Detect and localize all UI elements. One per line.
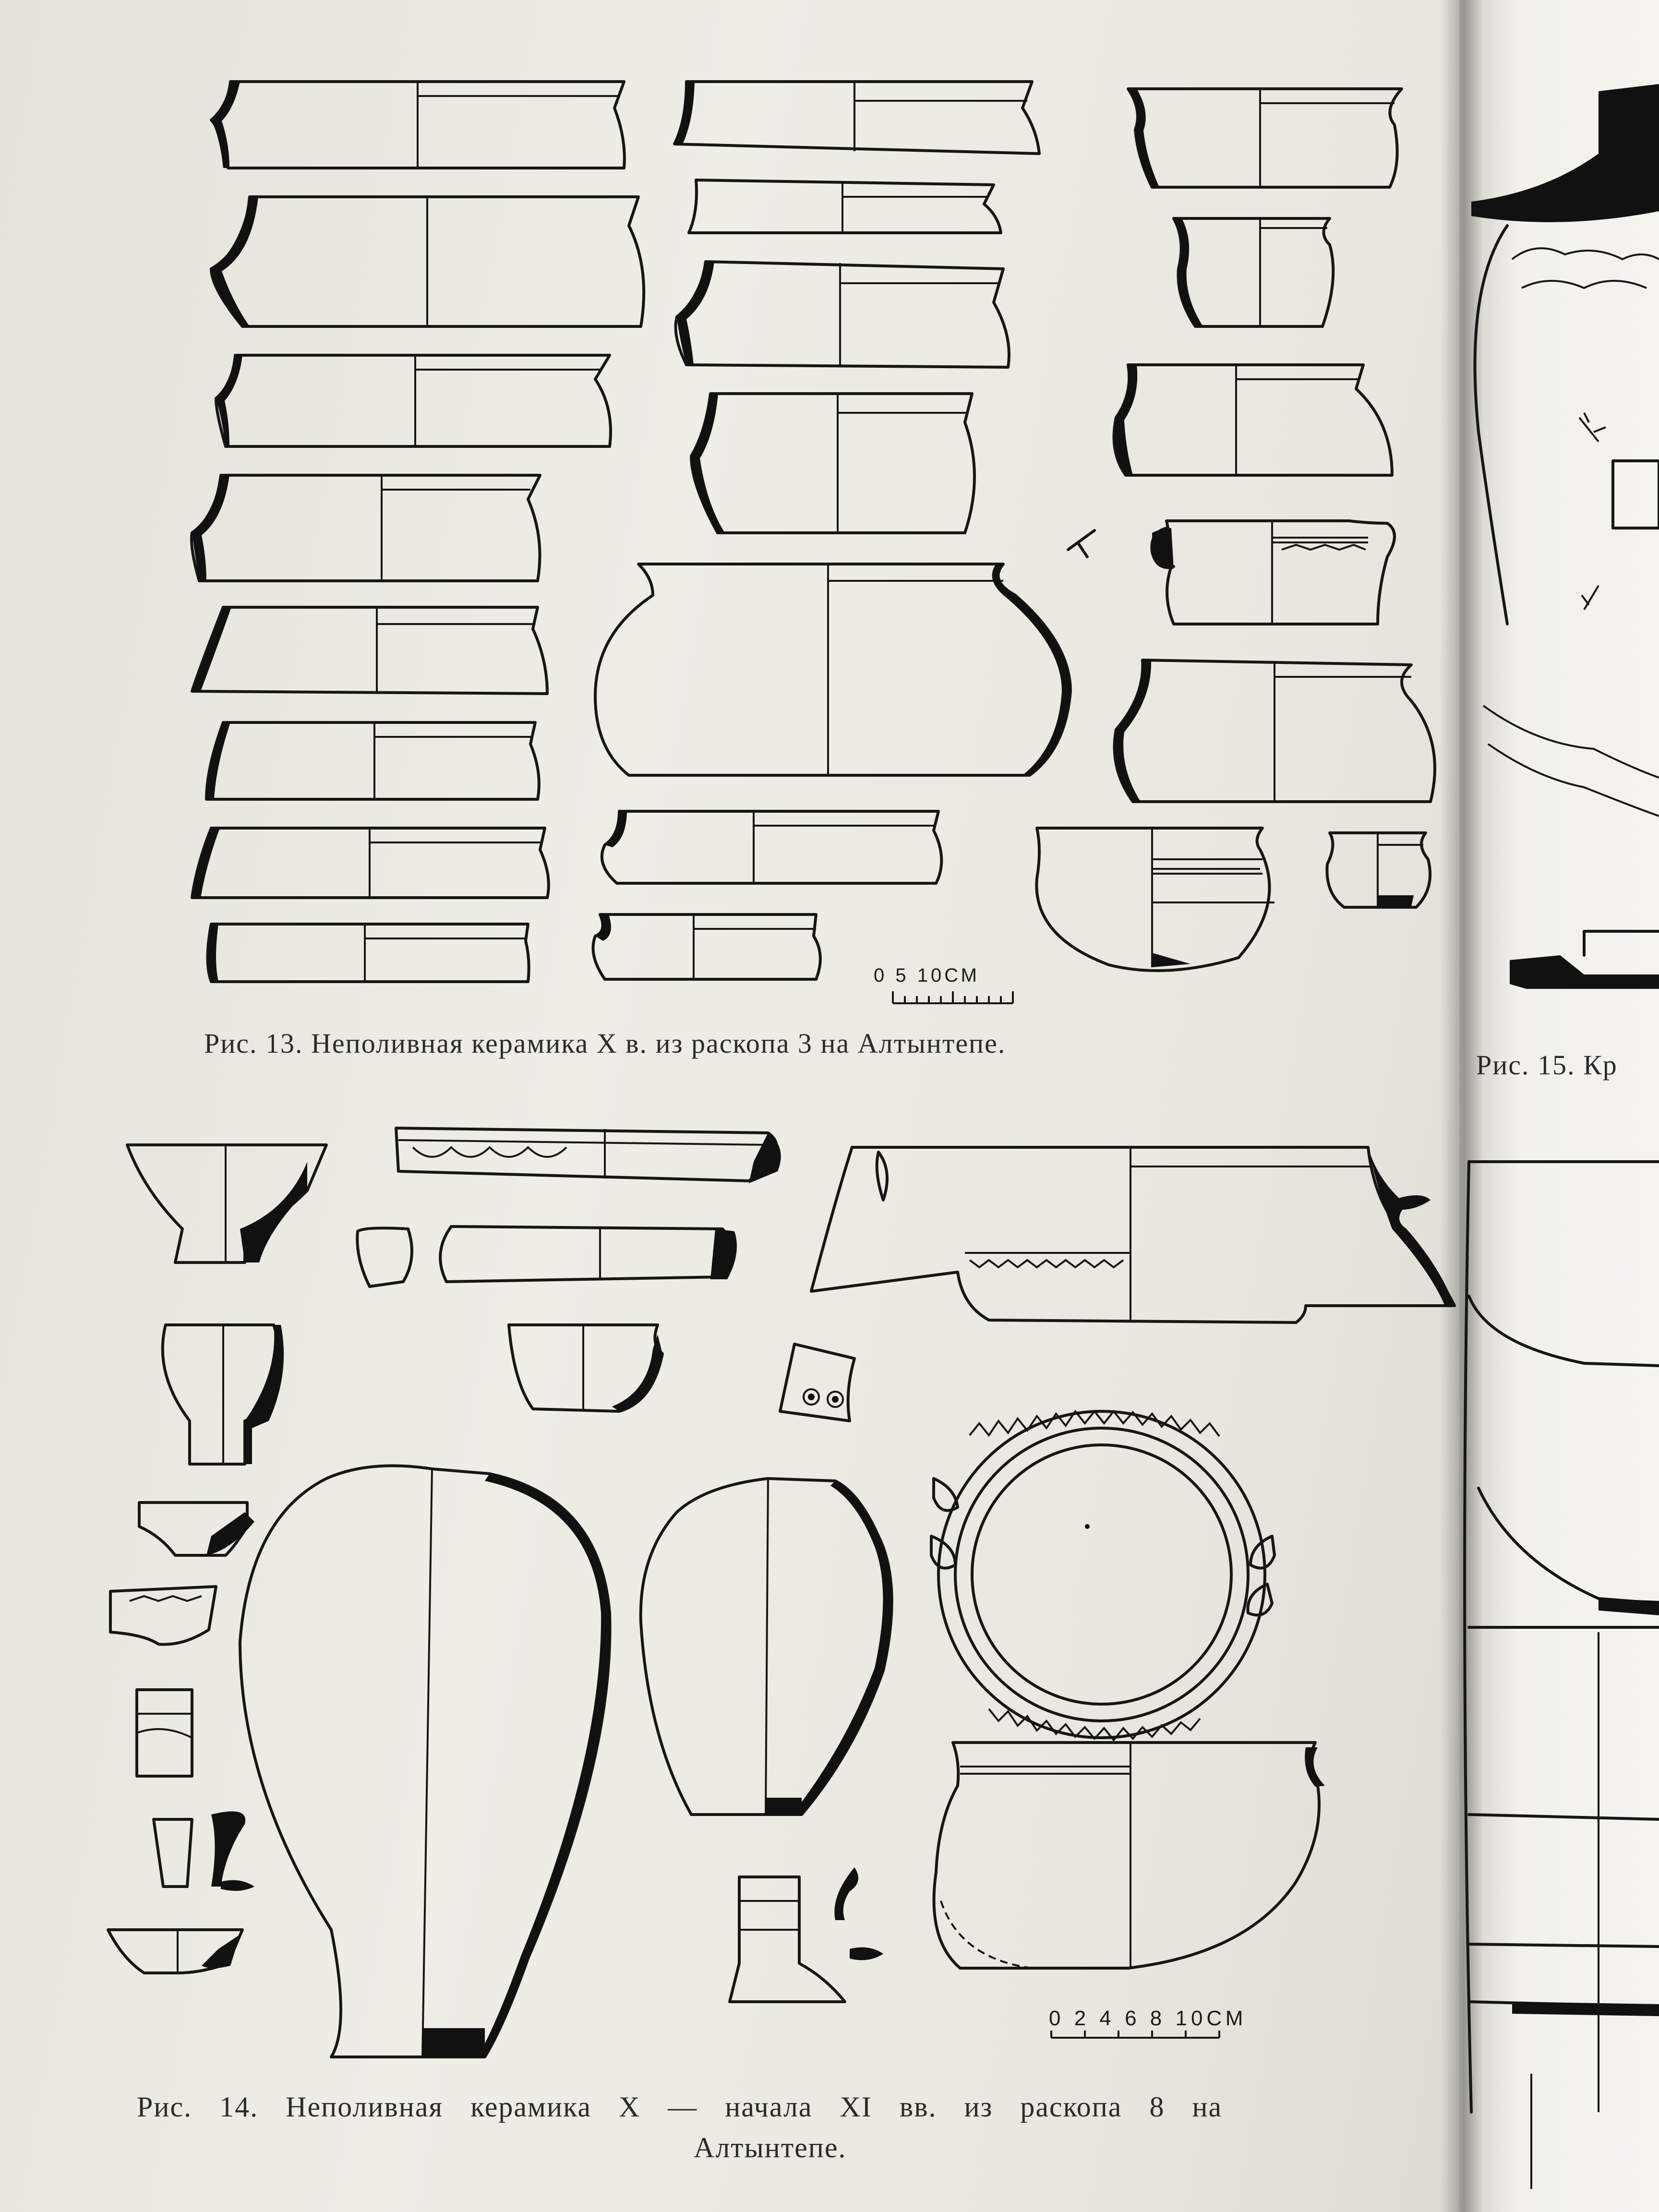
fig13-scale-label: 0 5 10СМ: [874, 965, 980, 986]
fig14-medium-jar: [639, 1477, 893, 1816]
fig14-scale-bar: [1050, 2031, 1220, 2039]
fig13-vessel-8: [206, 923, 530, 983]
fig14-caption-line-2: Алтынтепе.: [694, 2132, 847, 2164]
fig13-vessel-11: [674, 260, 1010, 369]
figure-13-pottery-drawings: [190, 80, 1436, 1004]
fig13-caption: Рис. 13. Неполивная керамика X в. из рас…: [204, 1028, 1006, 1059]
fig13-vessel-3: [215, 354, 612, 448]
fig14-tall-jar: [239, 1464, 612, 2058]
fig13-vessel-1: [210, 80, 626, 169]
fig14-caption-line-1: Рис. 14. Неполивная керамика X — начала …: [137, 2091, 1223, 2123]
fig13-vessel-7: [191, 827, 550, 899]
fig14-ring-dish-plan-view: [930, 1409, 1276, 1742]
fig14-fragments-top: [356, 1127, 856, 1422]
fig13-scale-bar: [892, 991, 1014, 1004]
fig13-column-1-vessels: [190, 80, 646, 983]
fig13-vessel-10: [687, 179, 1002, 234]
fig13-column-2-vessels: [591, 80, 1072, 981]
right-page-edge: [1459, 0, 1659, 2212]
fig13-vessel-6: [205, 721, 541, 801]
fig13-vessel-15: [591, 913, 822, 981]
fig15-caption-fragment: Рис. 15. Кр: [1476, 1049, 1618, 1081]
fig14-small-vessels-left: [107, 1143, 328, 1974]
fig13-vessel-17: [1172, 217, 1335, 328]
fig14-scale-label: 0 2 4 6 8 10СМ: [1049, 2007, 1247, 2030]
fig13-column-3-vessels: [1035, 87, 1436, 972]
fig15-tall-vessel-fragment: [1463, 1160, 1659, 2189]
fig13-vessel-2: [210, 195, 646, 328]
fig13-vessel-13-large-jar: [594, 563, 1072, 777]
fig13-vessel-21-round-bowl: [1035, 827, 1274, 972]
fig13-vessel-16: [1127, 87, 1403, 189]
fig14-deep-bowl: [932, 1741, 1325, 1970]
fig13-vessel-22-small-cup: [1325, 831, 1432, 909]
left-page: [0, 0, 1498, 2212]
fig13-vessel-18: [1112, 363, 1394, 477]
fig13-vessel-5: [191, 606, 549, 695]
fig13-vessel-20: [1113, 659, 1436, 803]
fig14-large-vessel-top-right: [810, 1146, 1456, 1324]
fig13-vessel-4: [190, 474, 541, 582]
fig13-vessel-19-cup-with-handles: [1067, 519, 1396, 625]
fig14-pedestal-fragment: [728, 1867, 883, 2003]
fig13-vessel-14: [600, 810, 943, 885]
fig13-vessel-12: [690, 392, 976, 534]
fig13-vessel-9: [673, 80, 1041, 155]
fig15-decorated-vessel-fragment: [1471, 84, 1659, 989]
